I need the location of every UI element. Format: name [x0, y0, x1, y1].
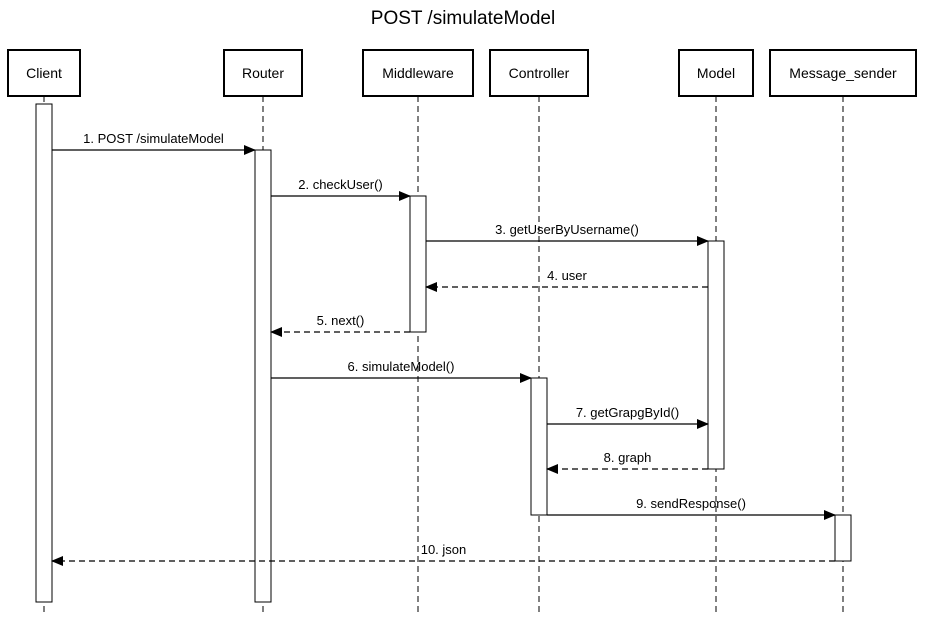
- diagram-title: POST /simulateModel: [371, 8, 555, 29]
- participant-middleware: Middleware: [362, 49, 474, 97]
- message-8: 8. graph: [546, 450, 708, 474]
- participant-box: [223, 49, 303, 97]
- participant-client: Client: [7, 49, 81, 97]
- message-label: 4. user: [547, 268, 587, 283]
- activation-bar-model: [707, 240, 725, 470]
- messages: 1. POST /simulateModel 2. checkUser() 3. g…: [51, 131, 836, 566]
- message-5: 5. next(): [270, 313, 410, 337]
- message-label: 9. sendResponse(): [636, 496, 746, 511]
- participant-controller: Controller: [489, 49, 589, 97]
- participant-label: Model: [697, 65, 735, 81]
- participant-label: Message_sender: [789, 65, 897, 81]
- participant-box: [678, 49, 754, 97]
- message-3: 3. getUserByUsername(): [426, 222, 709, 246]
- activation-bar-controller: [530, 377, 548, 516]
- message-1: 1. POST /simulateModel: [52, 131, 256, 155]
- message-label: 1. POST /simulateModel: [83, 131, 224, 146]
- message-label: 10. json: [421, 542, 467, 557]
- message-label: 6. simulateModel(): [348, 359, 455, 374]
- activation-bars: [35, 103, 852, 603]
- message-2: 2. checkUser(): [271, 177, 411, 201]
- activation-bar-middleware: [409, 195, 427, 333]
- message-label: 5. next(): [317, 313, 365, 328]
- participant-router: Router: [223, 49, 303, 97]
- participant-message-sender: Message_sender: [769, 49, 917, 97]
- activation-bar-router: [254, 149, 272, 603]
- message-4: 4. user: [425, 268, 708, 292]
- participant-box: [7, 49, 81, 97]
- message-10: 10. json: [51, 542, 835, 566]
- activation-bar-message-sender: [834, 514, 852, 562]
- participant-label: Router: [242, 65, 284, 81]
- participant-label: Client: [26, 65, 62, 81]
- participant-label: Middleware: [382, 65, 454, 81]
- activation-bar-client: [35, 103, 53, 603]
- message-label: 2. checkUser(): [298, 177, 383, 192]
- message-label: 3. getUserByUsername(): [495, 222, 639, 237]
- message-9: 9. sendResponse(): [547, 496, 836, 520]
- participant-model: Model: [678, 49, 754, 97]
- message-7: 7. getGrapgById(): [547, 405, 709, 429]
- participant-label: Controller: [509, 65, 570, 81]
- message-label: 7. getGrapgById(): [576, 405, 679, 420]
- message-label: 8. graph: [604, 450, 652, 465]
- participant-box: [769, 49, 917, 97]
- participant-box: [489, 49, 589, 97]
- participants: Client Router Middleware Controller Model Mes…: [7, 49, 917, 97]
- message-6: 6. simulateModel(): [271, 359, 532, 383]
- participant-box: [362, 49, 474, 97]
